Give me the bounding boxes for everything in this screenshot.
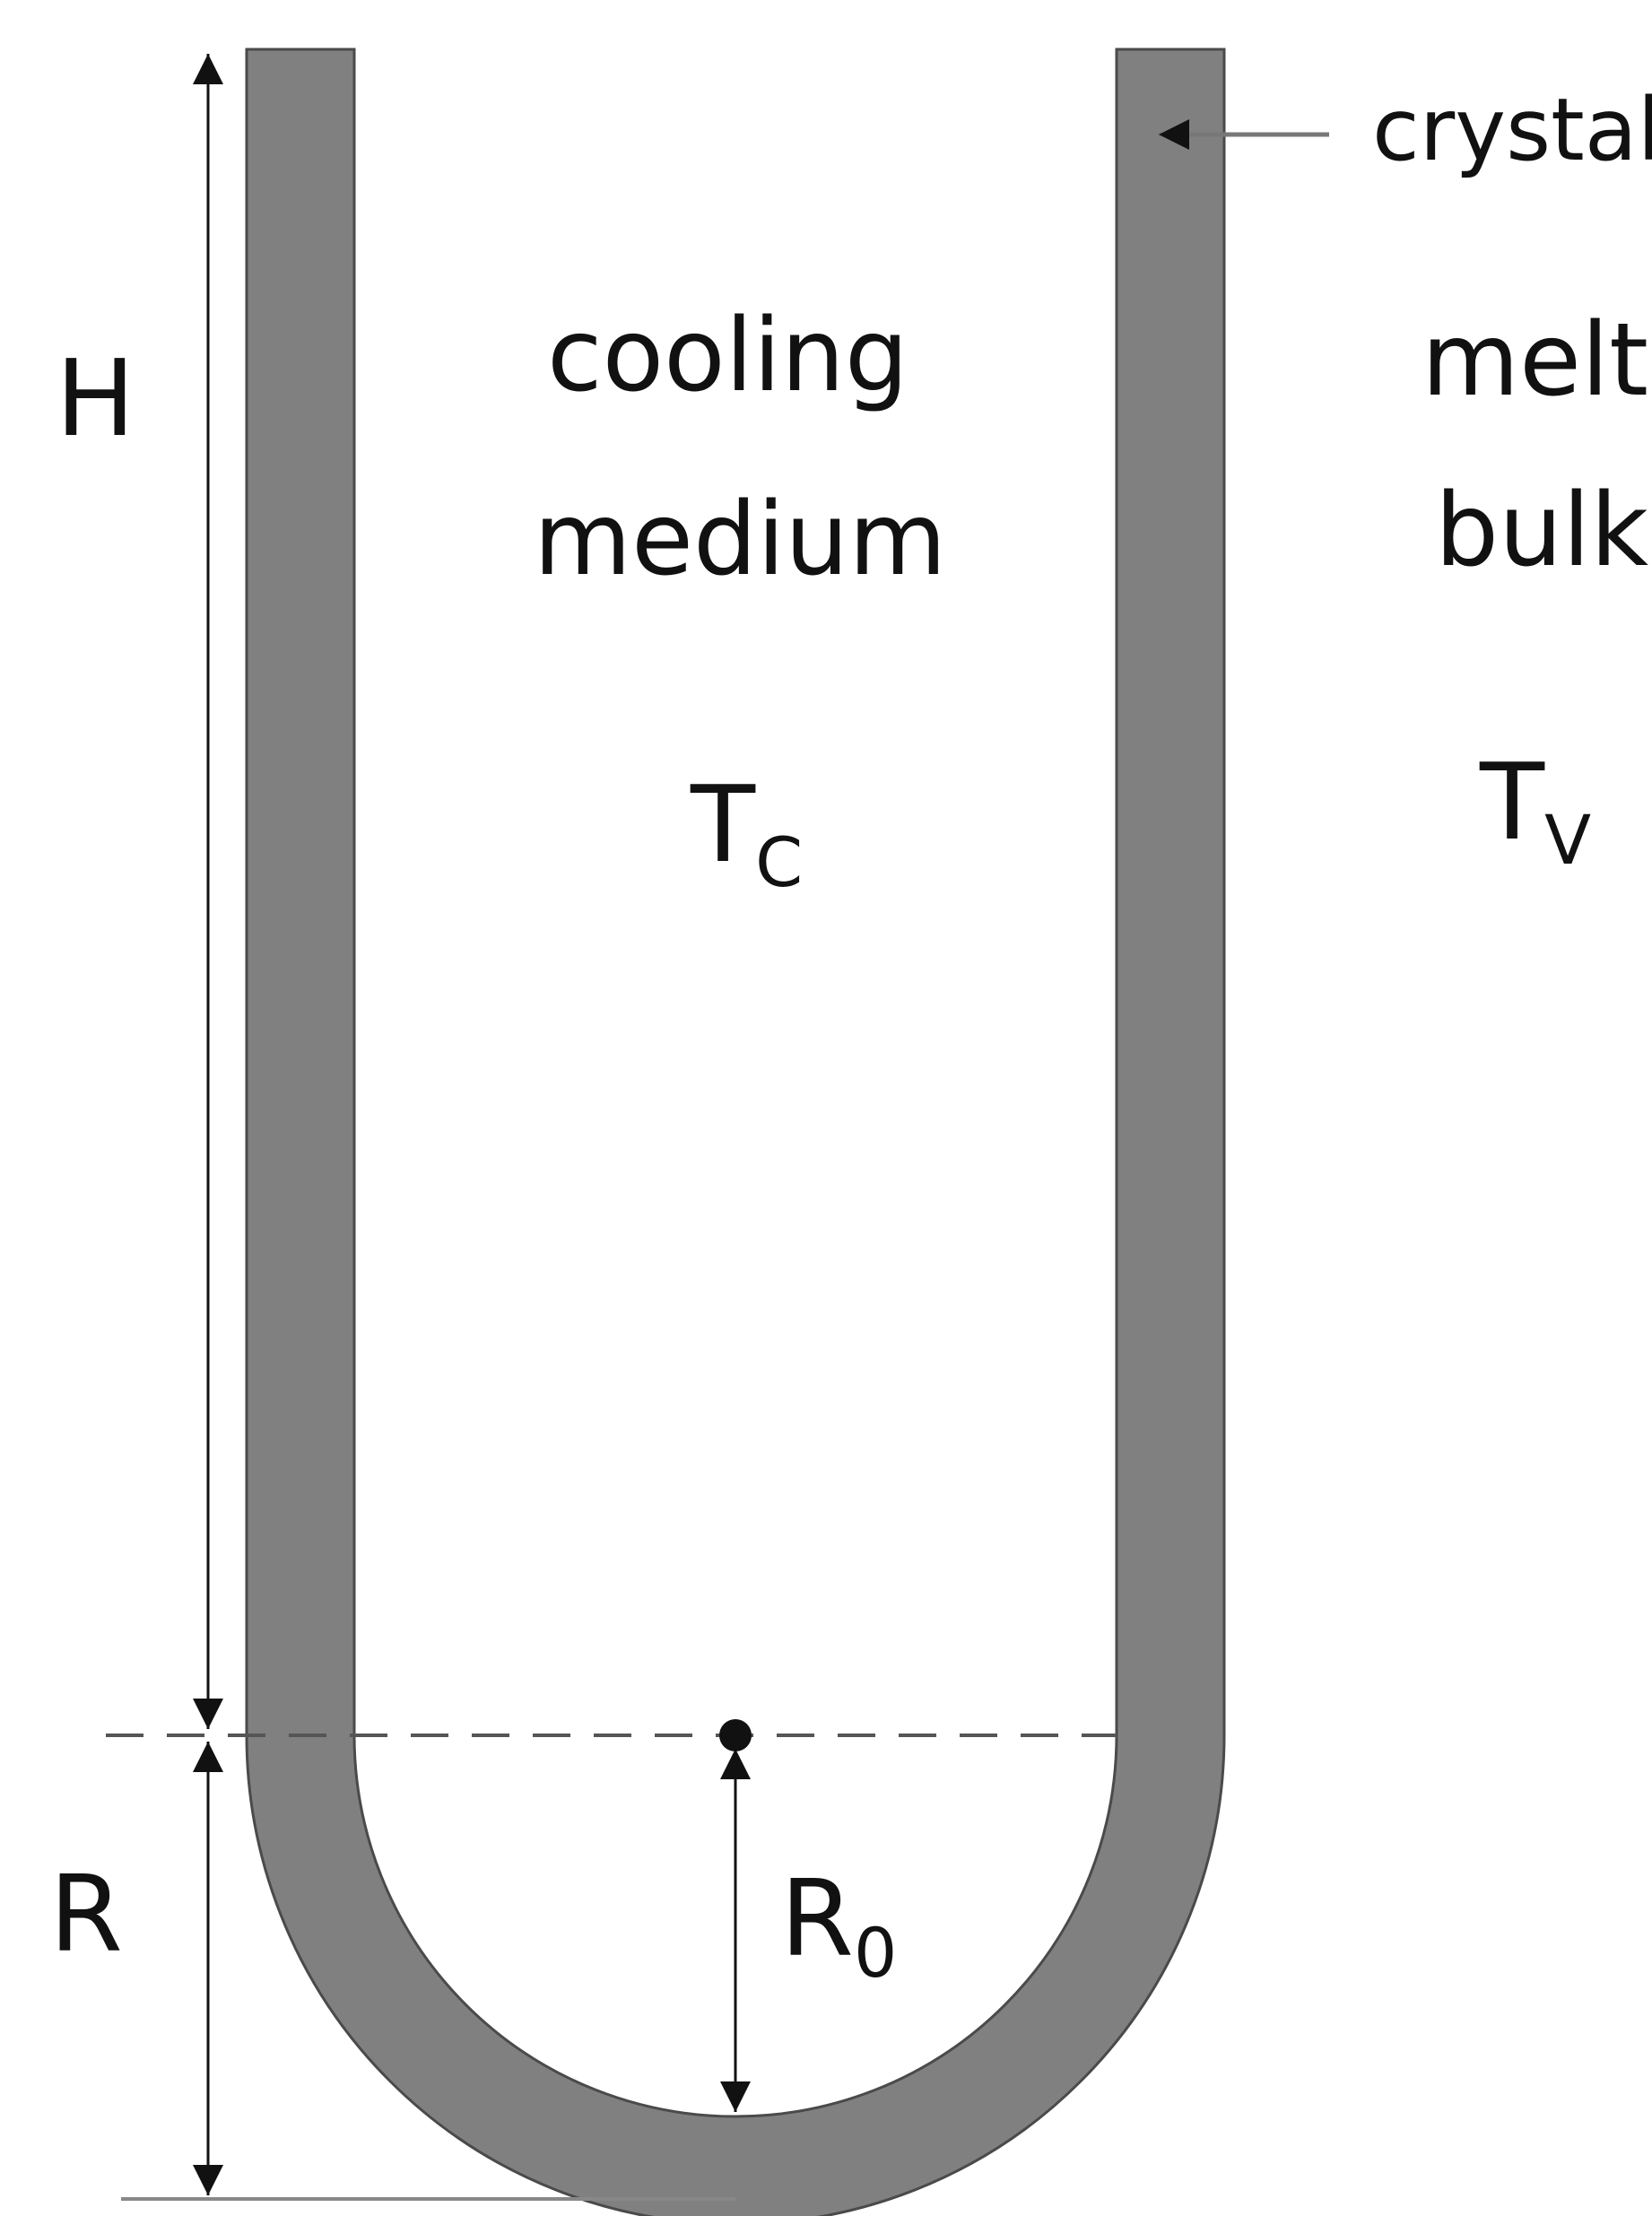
outer-radius-label: R — [49, 1852, 123, 1976]
cooling-medium-label-line1: cooling — [547, 298, 909, 414]
melt-bulk-label-line1: melt — [1422, 302, 1648, 419]
cooling-temperature-label: TC — [690, 762, 803, 902]
inner-radius-label-sub: 0 — [854, 1913, 897, 1993]
cooling-temperature-main: T — [690, 762, 756, 886]
inner-radius-label-main: R — [780, 1856, 854, 1980]
melt-temperature-main: T — [1479, 740, 1545, 864]
cooling-temperature-sub: C — [755, 822, 803, 902]
crystal-wall — [245, 48, 1226, 2216]
cooling-medium-label-line2: medium — [534, 482, 946, 598]
crystal-label: crystal — [1372, 80, 1652, 180]
height-label: H — [56, 336, 135, 460]
inner-radius-label: R0 — [780, 1856, 897, 1993]
melt-temperature-sub: V — [1544, 800, 1591, 880]
center-point — [719, 1719, 752, 1751]
melt-bulk-label-line2: bulk — [1435, 473, 1648, 589]
melt-temperature-label: TV — [1479, 740, 1591, 880]
